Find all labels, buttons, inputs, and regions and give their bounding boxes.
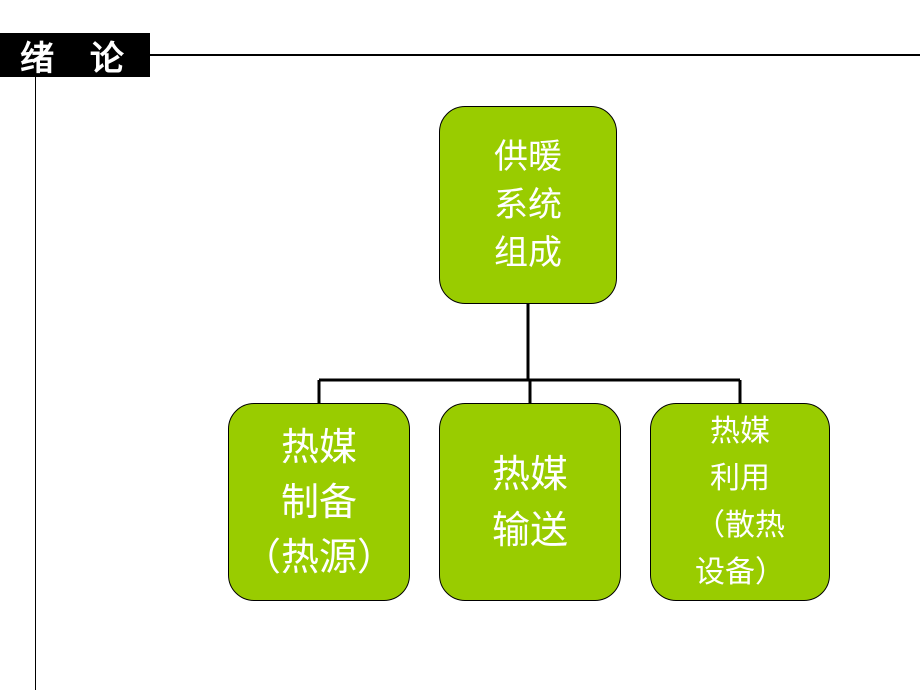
child-node-label: 热媒 利用 （散热 设备） xyxy=(695,414,785,590)
child-node-heat-use: 热媒 利用 （散热 设备） xyxy=(650,403,830,601)
root-node: 供暖 系统 组成 xyxy=(439,106,617,304)
child-node-heat-transport: 热媒 输送 xyxy=(439,403,621,601)
child-node-label: 热媒 输送 xyxy=(491,452,568,552)
root-node-label: 供暖 系统 组成 xyxy=(494,137,562,273)
section-title-tab: 绪 论 xyxy=(0,33,150,79)
header-divider xyxy=(150,54,920,56)
section-title: 绪 论 xyxy=(20,38,136,79)
left-margin-rule xyxy=(35,77,36,690)
child-node-label: 热媒 制备 （热源） xyxy=(242,424,395,579)
child-node-heat-source: 热媒 制备 （热源） xyxy=(228,403,410,601)
